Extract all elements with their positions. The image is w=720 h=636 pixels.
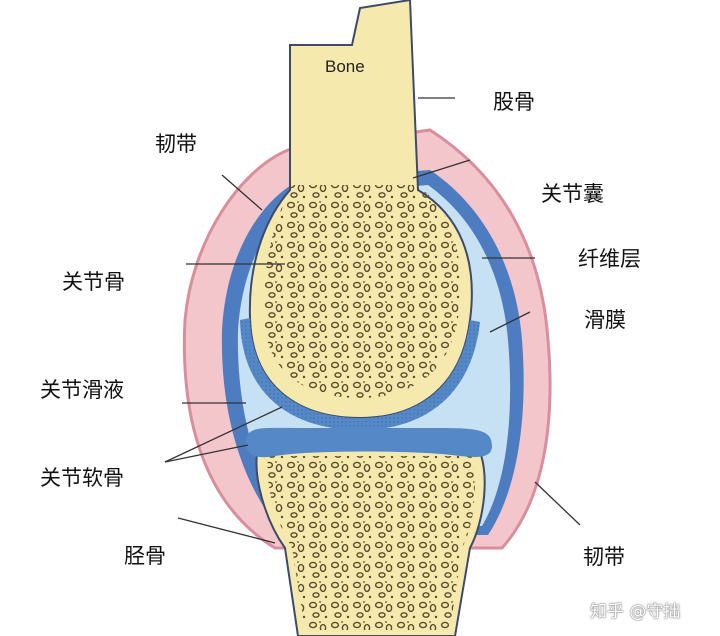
ligament-top-label: 韧带 bbox=[155, 132, 197, 156]
joint-capsule-label: 关节囊 bbox=[541, 182, 604, 206]
femur-label: 股骨 bbox=[493, 90, 535, 114]
tibia-cartilage bbox=[245, 427, 492, 458]
bone-label: Bone bbox=[325, 57, 365, 76]
watermark: 知乎 @守拙 bbox=[590, 602, 681, 622]
synovium-label: 滑膜 bbox=[584, 308, 626, 332]
articular-bone-label: 关节骨 bbox=[62, 270, 125, 294]
femur-spongy-bone bbox=[263, 185, 461, 398]
tibia-spongy-bone bbox=[267, 456, 475, 630]
fibrous-layer-label: 纤维层 bbox=[578, 247, 641, 271]
tibia-label: 胫骨 bbox=[124, 544, 166, 568]
articular-cartilage-label: 关节软骨 bbox=[40, 466, 124, 490]
pointer-lines bbox=[164, 97, 581, 544]
ligament-bottom-label: 韧带 bbox=[583, 545, 625, 569]
synovial-fluid-label: 关节滑液 bbox=[40, 378, 124, 402]
